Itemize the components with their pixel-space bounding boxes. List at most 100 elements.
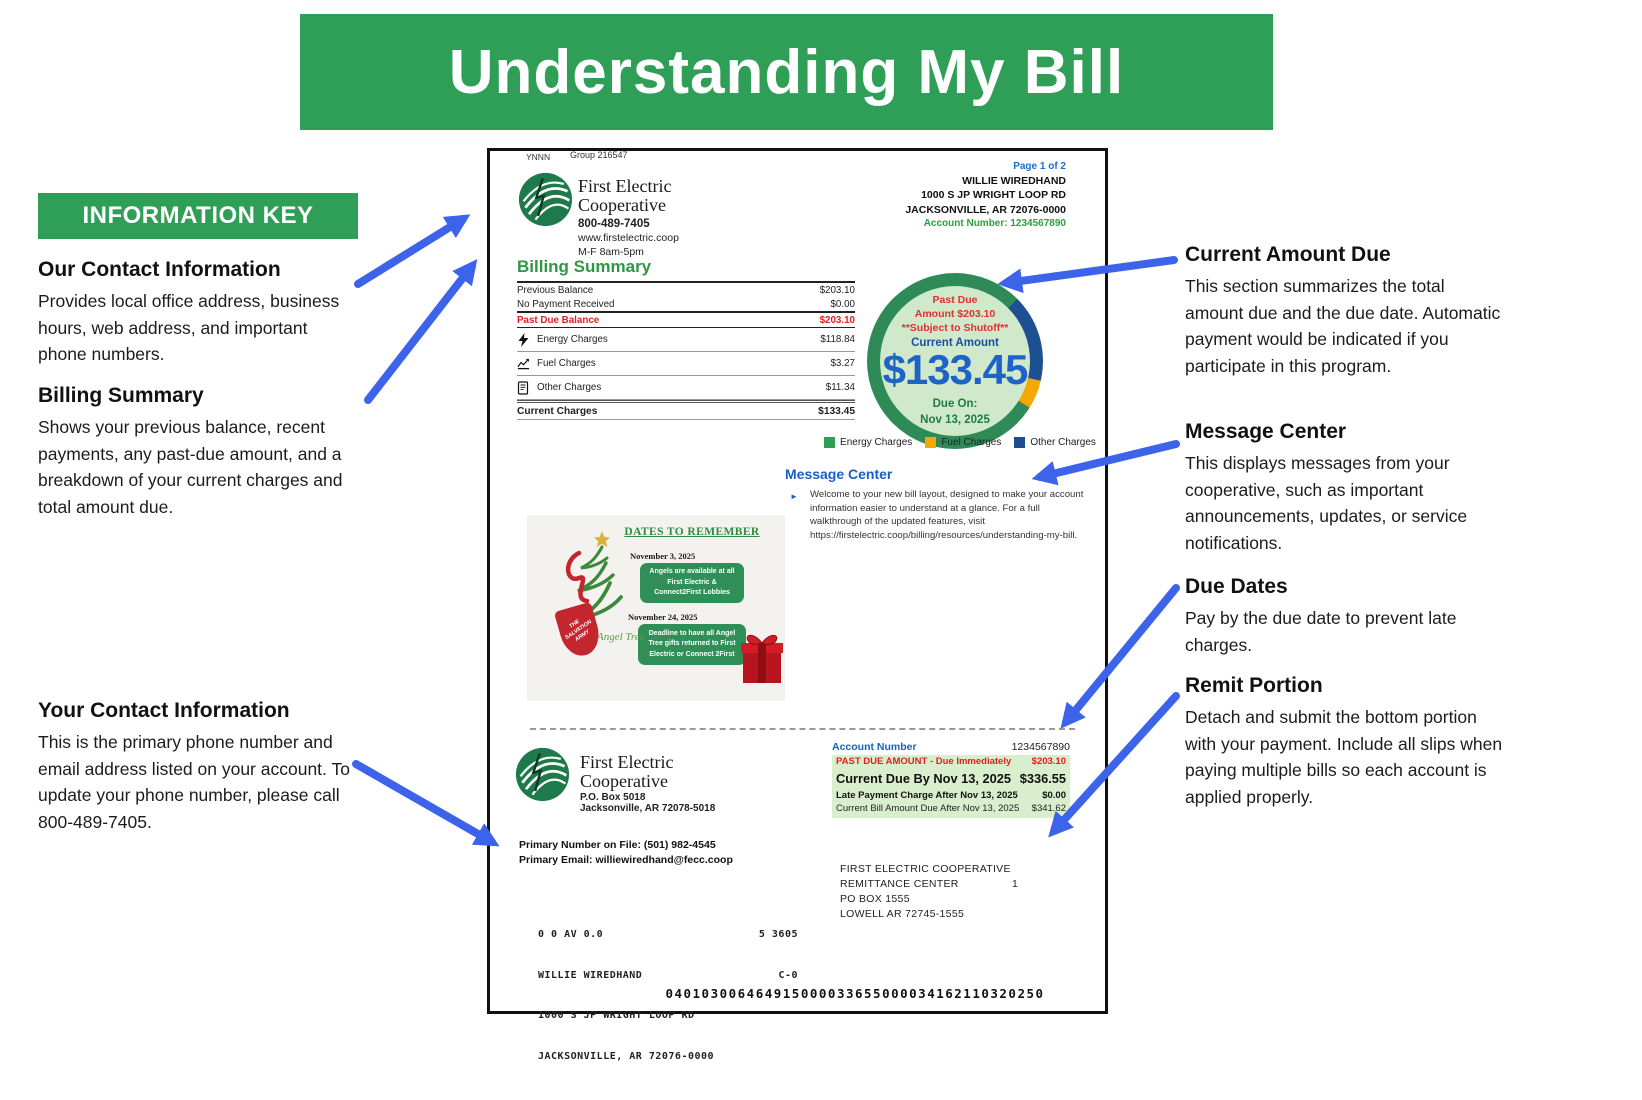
row-amount: $341.62 [1031,803,1066,814]
table-row: Current Due By Nov 13, 2025 $336.55 [836,771,1066,790]
brand-name-line1: First Electric [580,752,674,772]
table-row-total: Current Charges $133.45 [517,400,855,420]
row-label: Current Charges [517,405,598,417]
legend-label: Fuel Charges [941,437,1002,448]
mail-street: 1000 S JP WRIGHT LOOP RD [538,1010,695,1021]
annotation-body: This is the primary phone number and ema… [38,732,350,832]
remit-account-value: 1234567890 [1011,741,1070,753]
annotation-current-amount-due: Current Amount Due This section summariz… [1185,243,1507,379]
remit-brand-block: First Electric Cooperative P.O. Box 5018… [580,752,716,815]
remittance-address: FIRST ELECTRIC COOPERATIVE REMITTANCE CE… [840,863,1011,920]
bullet-icon: ► [790,492,798,501]
annotation-body: Detach and submit the bottom portion wit… [1185,707,1503,807]
row-amount: $0.00 [830,298,855,310]
amount-due-circle-content: Past Due Amount $203.10 **Subject to Shu… [880,286,1030,436]
annotation-billing-summary: Billing Summary Shows your previous bala… [38,384,350,520]
message-center-heading: Message Center [785,466,893,482]
remit-city: Jacksonville, AR 72078-5018 [580,803,716,815]
other-swatch-icon [1014,437,1026,448]
remit-po-box: P.O. Box 5018 [580,792,646,804]
bill-document: YNNN Group 216547 First Electric Coopera… [487,148,1108,1062]
table-row: Previous Balance $203.10 [517,283,855,297]
annotation-body: This displays messages from your coopera… [1185,453,1468,553]
first-electric-logo-icon [515,747,570,802]
table-row-other: Other Charges $11.34 [517,376,855,400]
primary-email: Primary Email: williewiredhand@fecc.coop [519,854,733,866]
legend-item-energy: Energy Charges [824,437,912,448]
annotation-body: This section summarizes the total amount… [1185,276,1501,376]
legend-item-fuel: Fuel Charges [925,437,1001,448]
past-due-line: Past Due [932,293,978,306]
legend-label: Other Charges [1030,437,1096,448]
title-banner: Understanding My Bill [300,14,1273,130]
annotation-heading: Message Center [1185,420,1347,443]
table-row: No Payment Received $0.00 [517,297,855,311]
lightning-icon [517,332,530,347]
legend-item-other: Other Charges [1014,437,1096,448]
recipient-street: 1000 S JP WRIGHT LOOP RD [921,189,1066,202]
annotation-heading: Current Amount Due [1185,243,1391,266]
mail-code: 0 0 AV 0.0 [538,929,604,940]
current-amount-value: $133.45 [882,346,1029,394]
row-amount: $203.10 [819,314,855,326]
first-electric-logo-icon [518,172,573,227]
annotation-body: Pay by the due date to prevent late char… [1185,608,1457,655]
row-label: Other Charges [537,382,602,393]
row-amount: $118.84 [820,334,855,345]
annotation-heading: Billing Summary [38,384,204,407]
annotation-due-dates: Due Dates Pay by the due date to prevent… [1185,575,1507,658]
remit-account-label: Account Number [832,741,917,753]
page-indicator: Page 1 of 2 [1013,161,1066,172]
annotation-your-contact-information: Your Contact Information This is the pri… [38,699,360,835]
brand-name-line1: First Electric [578,176,672,196]
table-row: Current Bill Amount Due After Nov 13, 20… [836,803,1066,817]
row-label: PAST DUE AMOUNT - Due Immediately [836,756,1012,767]
flyer-event-1: Angels are available at all First Electr… [640,563,744,603]
billing-summary-table: Previous Balance $203.10 No Payment Rece… [517,281,855,420]
mail-city: JACKSONVILLE, AR 72076-0000 [538,1050,715,1062]
annotation-heading: Our Contact Information [38,258,281,281]
table-row: PAST DUE AMOUNT - Due Immediately $203.1… [836,756,1066,771]
table-row-fuel: Fuel Charges $3.27 [517,352,855,376]
annotation-our-contact-information: Our Contact Information Provides local o… [38,258,350,368]
mailing-address-block: 0 0 AV 0.0 WILLIE WIREDHAND 1000 S JP WR… [538,901,714,1090]
mail-sort-codes: 5 3605 C-0 [758,929,798,981]
message-center-text: Welcome to your new bill layout, designe… [810,489,1084,541]
page-title: Understanding My Bill [448,37,1125,107]
row-amount: $336.55 [1019,771,1066,786]
row-label: Current Due By Nov 13, 2025 [836,771,1011,786]
brand-phone: 800-489-7405 [578,218,650,231]
account-number: Account Number: 1234567890 [923,218,1066,230]
primary-number: Primary Number on File: (501) 982-4545 [519,839,716,851]
remit-account-row: Account Number 1234567890 [832,741,1070,753]
arrow-our-contact [354,214,471,288]
fuel-swatch-icon [925,437,937,448]
dates-to-remember-flyer: DATES TO REMEMBER November 3, 2025 Angel… [527,515,785,701]
legend-label: Energy Charges [840,437,913,448]
receipt-icon [517,380,530,395]
row-amount: $11.34 [825,382,855,393]
gift-box-icon [739,629,785,685]
flyer-event-2: Deadline to have all Angel Tree gifts re… [638,624,746,665]
bill-group-code: Group 216547 [570,150,628,160]
due-on-label: Due On: Nov 13, 2025 [920,397,990,428]
table-row-energy: Energy Charges $118.84 [517,328,855,352]
row-label: Current Bill Amount Due After Nov 13, 20… [836,803,1020,814]
information-key-label: INFORMATION KEY [38,193,358,239]
remittance-slip-number: 1 [1012,878,1019,890]
brand-website: www.firstelectric.coop [578,232,679,245]
amount-due-donut-chart: Past Due Amount $203.10 **Subject to Shu… [867,273,1043,449]
current-amount-label: Current Amount [911,337,999,350]
shutoff-warning: **Subject to Shutoff** [901,321,1009,334]
annotation-message-center: Message Center This displays messages fr… [1185,420,1517,556]
row-amount: $0.00 [1042,790,1066,801]
row-label: Energy Charges [537,334,608,345]
table-row: Late Payment Charge After Nov 13, 2025 $… [836,790,1066,803]
energy-swatch-icon [824,437,836,448]
row-label: Previous Balance [517,284,594,296]
annotation-body: Provides local office address, business … [38,291,340,365]
row-label: Past Due Balance [517,314,600,326]
row-amount: $203.10 [819,284,855,296]
recipient-city: JACKSONVILLE, AR 72076-0000 [905,203,1066,216]
